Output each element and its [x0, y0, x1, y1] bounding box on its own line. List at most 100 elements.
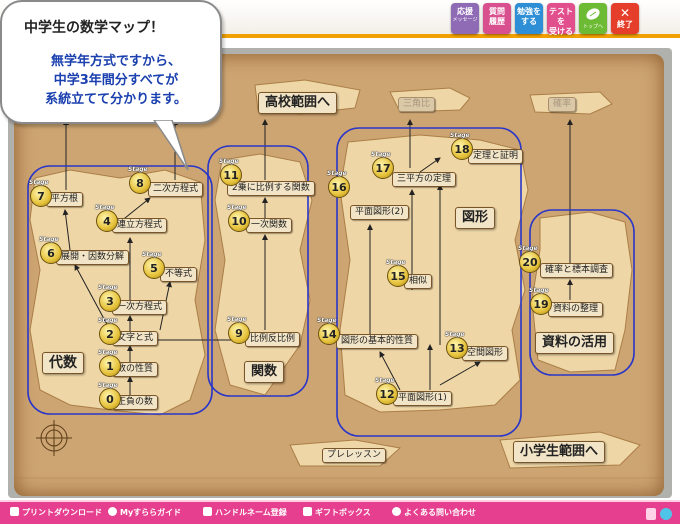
stage-8-badge[interactable]: Stage 8 — [128, 166, 151, 194]
stage-18-label[interactable]: 定理と証明 — [468, 149, 524, 164]
stage-number: 8 — [136, 177, 144, 190]
stage-number: 6 — [47, 247, 55, 260]
stage-number: 10 — [231, 215, 247, 228]
stage-15-badge[interactable]: Stage 15 — [386, 259, 409, 287]
footer-bar: プリントダウンロード Myすららガイド ハンドルネーム登録 ギフトボックス よく… — [0, 500, 680, 524]
exit-button[interactable]: ✕ 終了 — [611, 3, 639, 34]
stage-number: 1 — [106, 360, 114, 373]
stage-1-badge[interactable]: Stage 1 — [98, 349, 121, 377]
stage-17-label[interactable]: 三平方の定理 — [392, 172, 457, 187]
region-label-algebra: 代数 — [42, 352, 84, 374]
stage-number: 19 — [533, 298, 549, 311]
bubble-line: 系統立てて分かります。 — [45, 92, 187, 107]
compass-icon — [36, 420, 72, 456]
highschool-range-button[interactable]: 高校範囲へ — [258, 92, 338, 114]
stage-word: Stage — [219, 158, 239, 165]
intro-speech-bubble: 中学生の数学マップ！ 無学年方式ですから、 中学3年間分すべてが 系統立てて分か… — [0, 0, 222, 171]
stage-10-label[interactable]: 一次関数 — [246, 218, 293, 233]
my-surala-guide-link[interactable]: Myすららガイド — [108, 507, 181, 518]
stage-5-label[interactable]: 不等式 — [160, 267, 198, 282]
question-history-label: 質問 — [489, 7, 505, 16]
question-history-button[interactable]: 質問 履歴 — [483, 3, 511, 34]
stage-11-badge[interactable]: Stage 11 — [219, 158, 242, 186]
stage-3-badge[interactable]: Stage 3 — [98, 284, 121, 312]
stage-number: 15 — [390, 270, 406, 283]
study-sub: する — [521, 17, 537, 26]
stage-word: Stage — [450, 132, 470, 139]
phone-icon — [646, 508, 656, 520]
stage-20-label[interactable]: 確率と標本調査 — [540, 263, 614, 278]
region-label-geometry: 図形 — [455, 207, 496, 229]
stage-0-label[interactable]: 正負の数 — [112, 395, 159, 410]
stage-8-label[interactable]: 二次方程式 — [148, 182, 204, 197]
print-download-link[interactable]: プリントダウンロード — [10, 507, 102, 518]
stage-number: 4 — [103, 215, 111, 228]
stage-7-label[interactable]: 平方根 — [46, 192, 84, 207]
elementary-range-button[interactable]: 小学生範囲へ — [513, 441, 606, 463]
stage-word: Stage — [98, 284, 118, 291]
stage-19-label[interactable]: 資料の整理 — [548, 302, 604, 317]
stage-number: 11 — [223, 169, 239, 182]
question-history-sub: 履歴 — [489, 17, 505, 26]
stage-word: Stage — [128, 166, 148, 173]
footer-status-icons — [646, 508, 672, 520]
stage-4-badge[interactable]: Stage 4 — [95, 204, 118, 232]
take-test-label: テストを — [549, 7, 573, 26]
gift-icon — [303, 507, 312, 516]
study-button[interactable]: 勉強を する — [515, 3, 543, 34]
stage-12-label[interactable]: 平面図形(1) — [393, 391, 452, 406]
top-label: トップへ — [582, 24, 603, 30]
stage-word: Stage — [95, 204, 115, 211]
stage-word: Stage — [386, 259, 406, 266]
prerequisite-arrows — [62, 119, 573, 395]
cheer-message-button[interactable]: 応援 メッセージ — [451, 3, 479, 34]
stage-4-label[interactable]: 連立方程式 — [112, 218, 168, 233]
stage-2-badge[interactable]: Stage 2 — [98, 317, 121, 345]
gift-box-link[interactable]: ギフトボックス — [303, 507, 371, 518]
my-surala-guide-label: Myすららガイド — [120, 508, 182, 517]
stage-number: 9 — [235, 327, 243, 340]
stage-word: Stage — [371, 151, 391, 158]
stage-word: Stage — [29, 179, 49, 186]
stage-6-label[interactable]: 展開・因数分解 — [56, 250, 130, 265]
stage-number: 17 — [375, 162, 391, 175]
rugby-ball-icon — [586, 8, 600, 20]
stage-number: 3 — [106, 295, 114, 308]
stage-word: Stage — [445, 331, 465, 338]
stage-17-badge[interactable]: Stage 17 — [371, 151, 394, 179]
study-label: 勉強を — [517, 7, 541, 16]
region-label-data: 資料の活用 — [535, 332, 615, 354]
take-test-button[interactable]: テストを 受ける — [547, 3, 575, 36]
faq-link[interactable]: よくある問い合わせ — [392, 507, 476, 518]
handle-name-link[interactable]: ハンドルネーム登録 — [203, 507, 287, 518]
stage-word: Stage — [98, 317, 118, 324]
stage-11-label[interactable]: 2乗に比例する関数 — [227, 181, 315, 196]
top-button[interactable]: トップへ — [579, 3, 607, 34]
edit-icon — [203, 507, 212, 516]
download-icon — [10, 507, 19, 516]
stage-14-label[interactable]: 図形の基本的性質 — [336, 334, 419, 349]
region-label-function: 関数 — [244, 361, 285, 383]
stage-13-label[interactable]: 空間図形 — [462, 346, 509, 361]
prelesson-button[interactable]: プレレッスン — [322, 448, 387, 463]
stage-9-label[interactable]: 比例反比例 — [245, 332, 301, 347]
bubble-line: 無学年方式ですから、 — [50, 54, 181, 69]
stage-16-label[interactable]: 平面図形(2) — [350, 205, 409, 220]
stage-number: 5 — [150, 262, 158, 275]
stage-word: Stage — [375, 377, 395, 384]
stage-word: Stage — [98, 349, 118, 356]
stage-number: 2 — [106, 328, 114, 341]
